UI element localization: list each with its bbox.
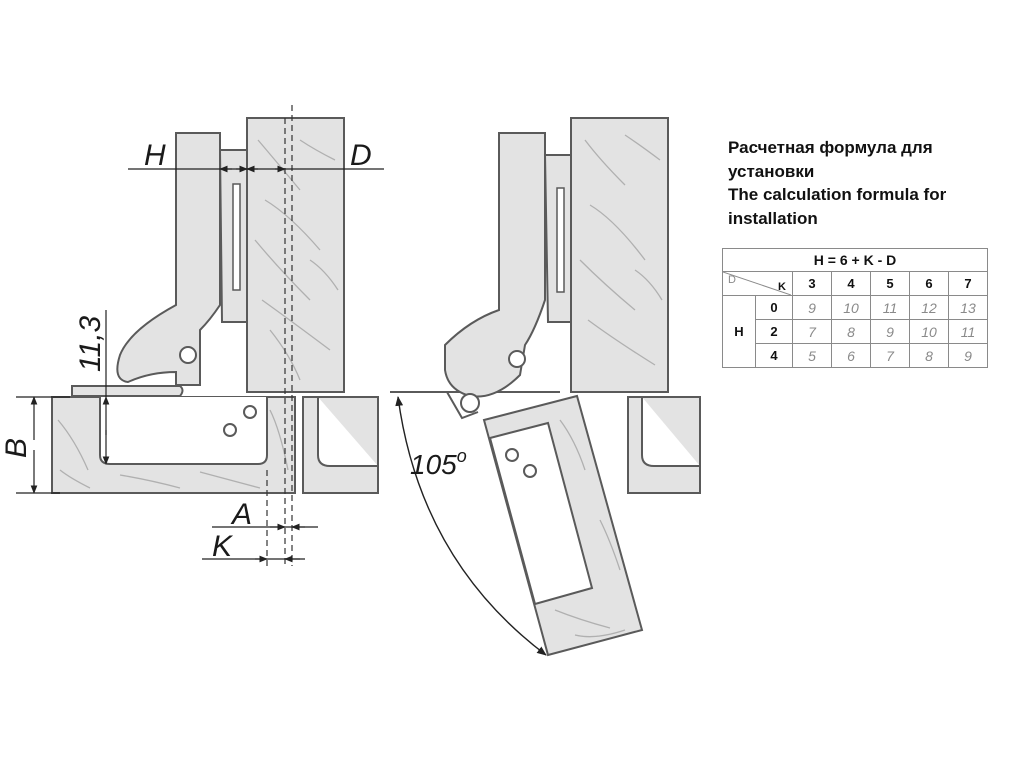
screw-hole-left-1 xyxy=(223,423,237,437)
caption-line-en-2: installation xyxy=(728,208,818,228)
cup-pivot-right xyxy=(460,393,480,413)
k-value: 0 xyxy=(755,295,793,320)
h-value: 7 xyxy=(870,343,910,368)
hinge-cup-left xyxy=(71,385,184,397)
h-value: 11 xyxy=(948,319,988,344)
wood-grain-side-right xyxy=(579,134,663,366)
h-value: 9 xyxy=(792,295,832,320)
h-value: 8 xyxy=(909,343,949,368)
screw-hole-left-2 xyxy=(243,405,257,419)
d-value: 5 xyxy=(870,271,910,296)
table-row: 2 7 8 9 10 11 xyxy=(723,319,988,344)
open-hinge-view: 105o xyxy=(390,117,701,657)
d-value: 4 xyxy=(831,271,871,296)
corner-diagonal xyxy=(723,272,791,295)
pivot-left xyxy=(179,346,197,364)
h-value: 9 xyxy=(948,343,988,368)
screw-hole-right-2 xyxy=(523,464,537,478)
h-value: 5 xyxy=(792,343,832,368)
k-value: 4 xyxy=(755,343,793,368)
label-b: B xyxy=(0,438,33,458)
hinge-arm-right xyxy=(444,132,546,398)
k-value: 2 xyxy=(755,319,793,344)
label-11-3: 11,3 xyxy=(74,316,107,372)
corner-k-label: K xyxy=(778,281,786,293)
hinge-arm-left xyxy=(116,132,221,386)
h-value: 7 xyxy=(792,319,832,344)
formula-header: H = 6 + K - D xyxy=(722,248,988,272)
corner-d-label: D xyxy=(728,274,736,286)
caption-line-ru-2: установки xyxy=(728,161,815,181)
label-h: H xyxy=(144,139,166,172)
table-corner: D K xyxy=(722,271,793,296)
formula-caption: Расчетная формула для установки The calc… xyxy=(728,136,998,230)
wood-grain-side-left xyxy=(254,139,339,381)
closed-hinge-view: H D 11,3 B A K xyxy=(0,105,384,568)
label-d: D xyxy=(350,139,372,172)
wood-grain-door-open xyxy=(554,419,626,638)
d-value: 3 xyxy=(792,271,832,296)
side-panel-right xyxy=(570,117,669,393)
table-row: H 0 9 10 11 12 13 xyxy=(722,295,988,368)
h-value: 11 xyxy=(870,295,910,320)
opening-angle-arc xyxy=(395,396,547,656)
h-value: 6 xyxy=(831,343,871,368)
table-row: 4 5 6 7 8 9 xyxy=(723,343,988,368)
screw-hole-right-1 xyxy=(505,448,519,462)
row-header-h: H xyxy=(722,295,756,368)
label-k: K xyxy=(212,530,234,563)
d-value: 6 xyxy=(909,271,949,296)
caption-line-en-1: The calculation formula for xyxy=(728,185,947,204)
wood-grain-door-left xyxy=(57,409,289,489)
h-value: 8 xyxy=(831,319,871,344)
caption-line-ru-1: Расчетная формула для xyxy=(728,138,933,157)
h-value: 10 xyxy=(831,295,871,320)
formula-table: H = 6 + K - D D K 3 4 5 6 7 H 0 9 10 11 … xyxy=(722,248,988,368)
cup-recess-left xyxy=(99,397,268,465)
h-value: 9 xyxy=(870,319,910,344)
h-value: 12 xyxy=(909,295,949,320)
d-value: 7 xyxy=(948,271,988,296)
label-angle: 105o xyxy=(410,446,467,480)
side-panel-left xyxy=(246,117,345,393)
h-value: 13 xyxy=(948,295,988,320)
pivot-right xyxy=(508,350,526,368)
label-a: A xyxy=(230,498,252,531)
h-value: 10 xyxy=(909,319,949,344)
